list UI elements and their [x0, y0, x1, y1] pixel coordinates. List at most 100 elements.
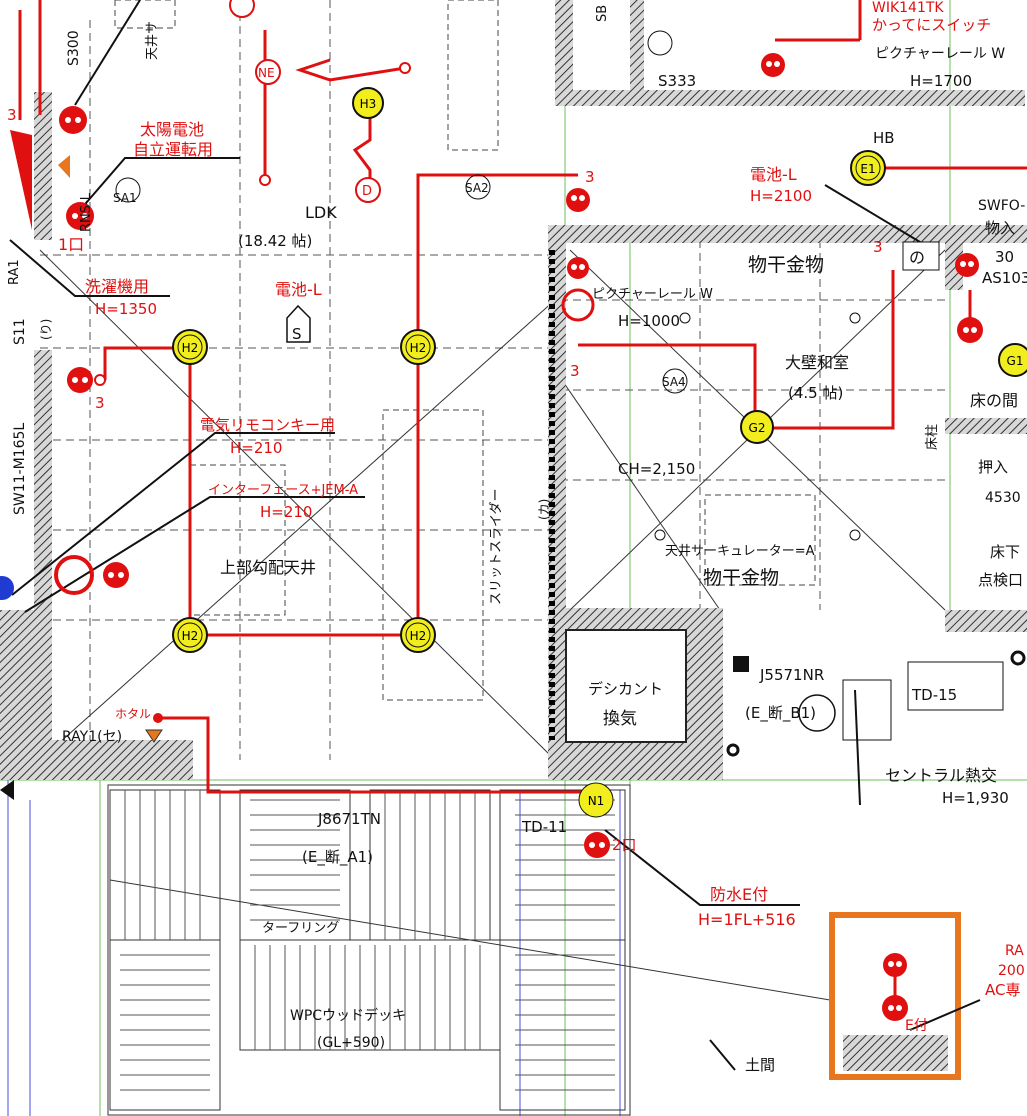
td11-code: TD-11 — [521, 818, 567, 836]
hanger-hook-icon — [679, 312, 691, 324]
switch-name: かってにスイッチ — [872, 16, 991, 34]
count-label: 3 — [873, 238, 883, 256]
one-circuit-label: 1口 — [58, 235, 84, 254]
fixture-h2-b: H2 — [400, 329, 436, 365]
fixture-h2-d: H2 — [400, 617, 436, 653]
hotaru-switch-icon — [153, 713, 163, 723]
storage-label: 物入 — [985, 219, 1015, 237]
kai-box-icon — [902, 241, 940, 271]
sa4-code: SA4 — [662, 375, 686, 389]
outlet-icon — [54, 555, 94, 595]
interface-label: インターフェース+JEM-A — [208, 483, 358, 498]
misc-symbols — [0, 30, 1026, 800]
sb-code: SB — [595, 5, 610, 22]
hanger-hook-icon — [849, 312, 861, 324]
desiccant-box — [565, 629, 687, 743]
sw11-code: SW11-M165L — [12, 423, 28, 515]
td15-box — [907, 661, 1004, 711]
solar-triangle-icon — [10, 130, 32, 230]
tenjo-code: 天井サ — [145, 21, 160, 60]
tokonoma-label: 床の間 — [970, 391, 1018, 410]
floor-inspect-2: 点検口 — [978, 571, 1023, 589]
fixture-label: H2 — [182, 341, 199, 355]
small-circle-icon — [726, 743, 740, 757]
floor-inspect-1: 床下 — [990, 543, 1020, 561]
hanger-bottom-label: 物干金物 — [703, 567, 779, 589]
kaki-code: (カ) — [537, 499, 551, 520]
td15-code: TD-15 — [911, 686, 957, 704]
waterproof-height: H=1FL+516 — [698, 910, 796, 929]
ac-text: AC専 — [985, 981, 1020, 999]
battery-right-label: 電池-L — [750, 165, 797, 184]
d-circle-icon — [355, 177, 381, 203]
central-exchange-height: H=1,930 — [942, 789, 1009, 807]
ldk-area: (18.42 帖) — [238, 232, 312, 250]
washitsu-name: 大壁和室 — [785, 353, 849, 372]
d-code: D — [362, 184, 372, 199]
wiring — [18, 0, 1027, 1010]
count-label: 3 — [95, 394, 105, 412]
j8671-ref: (E_断_A1) — [302, 848, 373, 867]
fixture-label: G1 — [1007, 354, 1024, 368]
exchange-unit-icon — [842, 679, 892, 741]
fixture-e1: E1 — [850, 150, 886, 186]
outlet-icon — [59, 106, 87, 134]
s300-code: S300 — [66, 30, 82, 66]
deck-turf-label: ターフリング — [262, 921, 339, 936]
ac-e-label: E付 — [905, 1018, 928, 1034]
outlet-icon — [882, 995, 908, 1021]
picture-rail-top-height: H=1700 — [910, 72, 972, 90]
outlet-icon — [567, 257, 589, 279]
ac-code: RA — [1005, 943, 1024, 959]
outlet-icon — [883, 953, 907, 977]
waterproof-label: 防水E付 — [710, 885, 768, 904]
outlet-icon — [955, 253, 979, 277]
orange-marker-icon — [58, 155, 70, 178]
solar-label-1: 太陽電池 — [140, 120, 204, 139]
fixture-label: H2 — [410, 629, 427, 643]
fixture-label: H2 — [182, 629, 199, 643]
fixture-label: H2 — [410, 341, 427, 355]
picture-rail-room-height: H=1000 — [618, 312, 680, 330]
deck-level: (GL+590) — [317, 1035, 385, 1051]
two-circuit-label: 2口 — [612, 836, 637, 854]
count-label: 3 — [570, 362, 580, 380]
swfo-label: SWFO- — [978, 198, 1025, 214]
j8671-code: J8671TN — [317, 810, 381, 828]
remote-height: H=210 — [230, 439, 282, 457]
small-circle-icon — [1010, 650, 1026, 666]
hb-code: HB — [873, 129, 895, 147]
sa2-code: SA2 — [465, 181, 489, 195]
doma-label: 土間 — [745, 1056, 775, 1074]
washer-height: H=1350 — [95, 300, 157, 318]
ray1-code: RAY1(セ) — [62, 729, 122, 745]
sa1-code: SA1 — [113, 191, 137, 205]
switch-s-label: S — [292, 325, 302, 343]
switch-point-icon — [94, 374, 106, 386]
desiccant-label: デシカント — [588, 680, 663, 698]
fixture-label: H3 — [360, 97, 377, 111]
circulator-label: 天井サーキュレーター=A — [665, 544, 815, 559]
ne-circle-icon — [255, 59, 281, 85]
ventilation-label: 換気 — [603, 709, 637, 729]
outlet-icon — [66, 202, 94, 230]
closet-dim: 4530 — [985, 490, 1021, 506]
sa1-symbol — [115, 177, 141, 203]
remote-label: 電気リモコンキー用 — [200, 416, 335, 434]
outlet-icon — [561, 288, 595, 322]
fixture-h2-c: H2 — [172, 617, 208, 653]
ceiling-height-label: CH=2,150 — [618, 460, 695, 478]
j5571-block-icon — [733, 656, 749, 672]
j5571-fixture-icon — [798, 694, 836, 732]
leader-lines — [9, 0, 981, 1071]
switch-point-icon — [259, 174, 271, 186]
hanger-hook-icon — [849, 529, 861, 541]
ac-outlet-frame — [829, 912, 961, 1080]
ra1-code: RA1 — [7, 259, 22, 285]
slit-slider-label: スリットスライダー — [489, 489, 504, 605]
outlets — [10, 0, 983, 1021]
orange-marker-icon — [145, 729, 163, 743]
count-label: 3 — [7, 106, 17, 124]
fixture-g2: G2 — [740, 410, 774, 444]
